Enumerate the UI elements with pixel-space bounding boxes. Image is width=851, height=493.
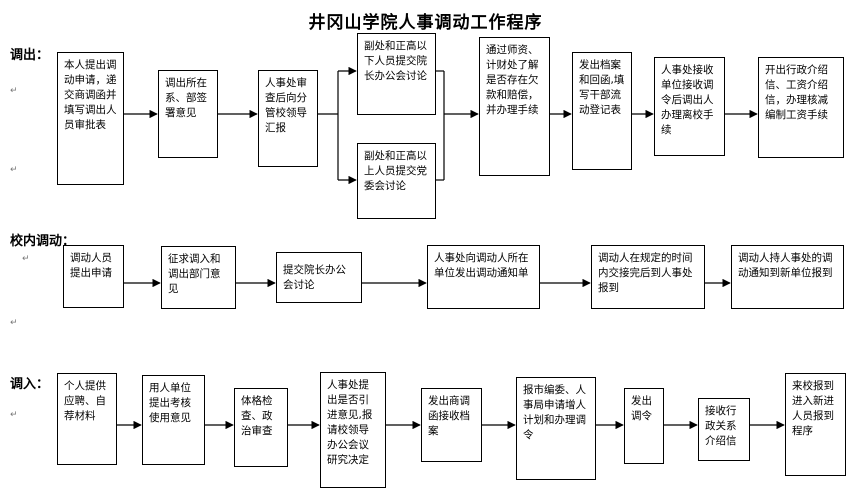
out-step-1: 本人提出调动申请，递交商调函并填写调出人员审批表	[57, 52, 124, 185]
section-label-out: 调出：	[10, 48, 50, 63]
paragraph-mark-icon: ↵	[10, 318, 18, 328]
in-step-4: 人事处提出是否引进意见,报请校领导办公会议研究决定	[320, 372, 386, 488]
internal-step-3: 提交院长办公会讨论	[276, 252, 362, 303]
internal-step-5: 调动人在规定的时间内交接完后到人事处报到	[591, 245, 705, 309]
paragraph-mark-icon: ↵	[10, 165, 18, 175]
page-title: 井冈山学院人事调动工作程序	[308, 13, 543, 33]
internal-step-6: 调动人持人事处的调动通知到新单位报到	[731, 245, 844, 309]
in-step-9: 来校报到进入新进人员报到程序	[785, 373, 846, 476]
section-label-in: 调入：	[10, 377, 50, 392]
out-step-3: 人事处审查后向分管校领导汇报	[258, 70, 318, 167]
in-step-6: 报市编委、人事局申请增人计划和办理调令	[516, 377, 596, 480]
paragraph-mark-icon: ↵	[10, 86, 18, 96]
out-step-5: 通过师资、计财处了解是否存在欠款和赔偿，并办理手续	[479, 37, 550, 176]
in-step-1: 个人提供应聘、自荐材料	[57, 373, 117, 465]
out-step-4b: 副处和正高以上人员提交党委会讨论	[357, 143, 436, 219]
out-step-2: 调出所在系、部签署意见	[158, 70, 218, 158]
internal-step-4: 人事处向调动人所在单位发出调动通知单	[427, 245, 540, 309]
out-step-4a: 副处和正高以下人员提交院长办公会讨论	[357, 33, 436, 115]
paragraph-mark-icon: ↵	[10, 410, 18, 420]
section-label-internal: 校内调动：	[10, 234, 76, 249]
in-step-5: 发出商调函接收档案	[421, 388, 482, 462]
internal-step-1: 调动人员提出申请	[63, 245, 124, 308]
in-step-8: 接收行政关系介绍信	[698, 398, 750, 461]
internal-step-2: 征求调入和调出部门意见	[161, 246, 236, 309]
paragraph-mark-icon: ↵	[22, 254, 30, 264]
in-step-3: 体格检查、政治审查	[234, 388, 288, 467]
in-step-7: 发出调令	[624, 388, 664, 464]
out-step-6: 发出档案和回函,填写干部流动登记表	[572, 52, 632, 170]
out-step-8: 开出行政介绍信、工资介绍信，办理核减编制工资手续	[758, 57, 844, 158]
in-step-2: 用人单位提出考核使用意见	[142, 375, 205, 465]
out-step-7: 人事处接收单位接收调令后调出人办理离校手续	[654, 57, 725, 156]
